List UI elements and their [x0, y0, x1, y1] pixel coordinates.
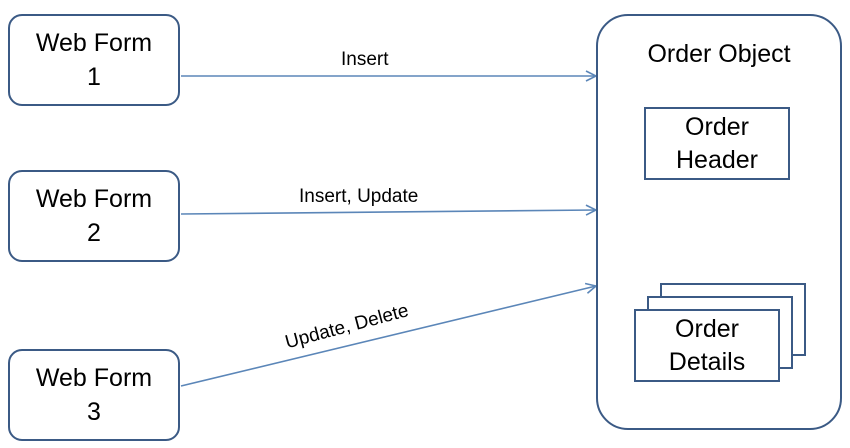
order-header-line1: Order: [685, 112, 749, 141]
edge-label-insert-update: Insert, Update: [299, 186, 419, 207]
order-header-line2: Header: [676, 145, 758, 174]
edge-label-insert: Insert: [341, 49, 389, 70]
web-form-1-box: Web Form 1: [8, 14, 180, 106]
web-form-1-title: Web Form: [35, 29, 153, 57]
web-form-3-title: Web Form: [35, 364, 153, 392]
arrow-insert-update: [180, 210, 596, 214]
web-form-3-box: Web Form 3: [8, 349, 180, 441]
web-form-2-title: Web Form: [35, 185, 153, 213]
web-form-2-number: 2: [87, 219, 101, 247]
web-form-1-number: 1: [87, 63, 101, 91]
order-header-box: Order Header: [644, 107, 790, 180]
order-details-line1: Order: [675, 314, 739, 343]
order-details-line2: Details: [668, 347, 746, 376]
arrow-update-delete: [180, 286, 596, 387]
web-form-3-number: 3: [87, 398, 101, 426]
order-object-title: Order Object: [647, 40, 791, 68]
web-form-2-box: Web Form 2: [8, 170, 180, 262]
order-details-box: Order Details: [634, 309, 780, 382]
